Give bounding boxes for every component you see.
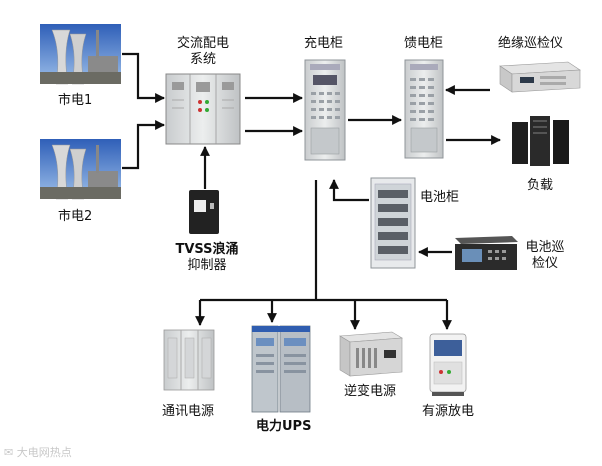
power-plant-2-image <box>40 139 121 200</box>
insulation-monitor-label: 绝缘巡检仪 <box>498 36 564 51</box>
ac-distribution-cabinet-image <box>165 73 241 145</box>
watermark-text: 大电网热点 <box>16 446 72 459</box>
mains-1-label: 市电1 <box>58 93 93 108</box>
feeder-cabinet-label: 馈电柜 <box>404 36 444 51</box>
tvss-label-line2: 抑制器 <box>187 258 227 273</box>
inverter-power-image <box>339 331 403 377</box>
power-ups-image <box>251 325 311 413</box>
watermark-icon: ✉ <box>4 446 14 459</box>
active-discharge-image <box>429 333 467 396</box>
ac-distribution-label-line1: 交流配电 <box>176 36 229 51</box>
battery-cabinet-image <box>370 177 416 269</box>
arrow-mains2-to-ac <box>122 120 165 170</box>
tvss-label: TVSS浪涌 抑制器 <box>168 242 246 274</box>
load-label: 负载 <box>527 178 554 193</box>
battery-monitor-label-line1: 电池巡 <box>525 240 565 255</box>
watermark: ✉ 大电网热点 <box>4 444 72 460</box>
charging-cabinet-image <box>304 59 346 161</box>
insulation-monitor-image <box>499 61 581 93</box>
arrow-battery-to-charger <box>329 179 369 202</box>
battery-cabinet-label: 电池柜 <box>420 190 460 205</box>
arrow-mains1-to-ac <box>122 52 165 103</box>
ac-distribution-label-line2: 系统 <box>189 52 216 67</box>
battery-monitor-image <box>455 236 518 270</box>
power-ups-label: 电力UPS <box>256 419 312 434</box>
connectors <box>122 52 501 330</box>
active-discharge-label: 有源放电 <box>422 404 475 419</box>
load-servers-image <box>512 116 569 166</box>
telecom-power-image <box>163 329 215 391</box>
battery-monitor-label-line2: 检仪 <box>531 256 558 271</box>
charging-cabinet-label: 充电柜 <box>304 36 344 51</box>
inverter-power-label: 逆变电源 <box>344 384 397 399</box>
feeder-cabinet-image <box>404 59 444 159</box>
tvss-label-line1: TVSS浪涌 <box>175 242 239 257</box>
battery-monitor-label: 电池巡 检仪 <box>523 240 567 272</box>
mains-2-label: 市电2 <box>58 209 93 224</box>
power-plant-1-image <box>40 24 121 85</box>
ac-distribution-label: 交流配电 系统 <box>168 36 238 68</box>
tvss-suppressor-image <box>189 190 219 234</box>
telecom-power-label: 通讯电源 <box>162 404 215 419</box>
